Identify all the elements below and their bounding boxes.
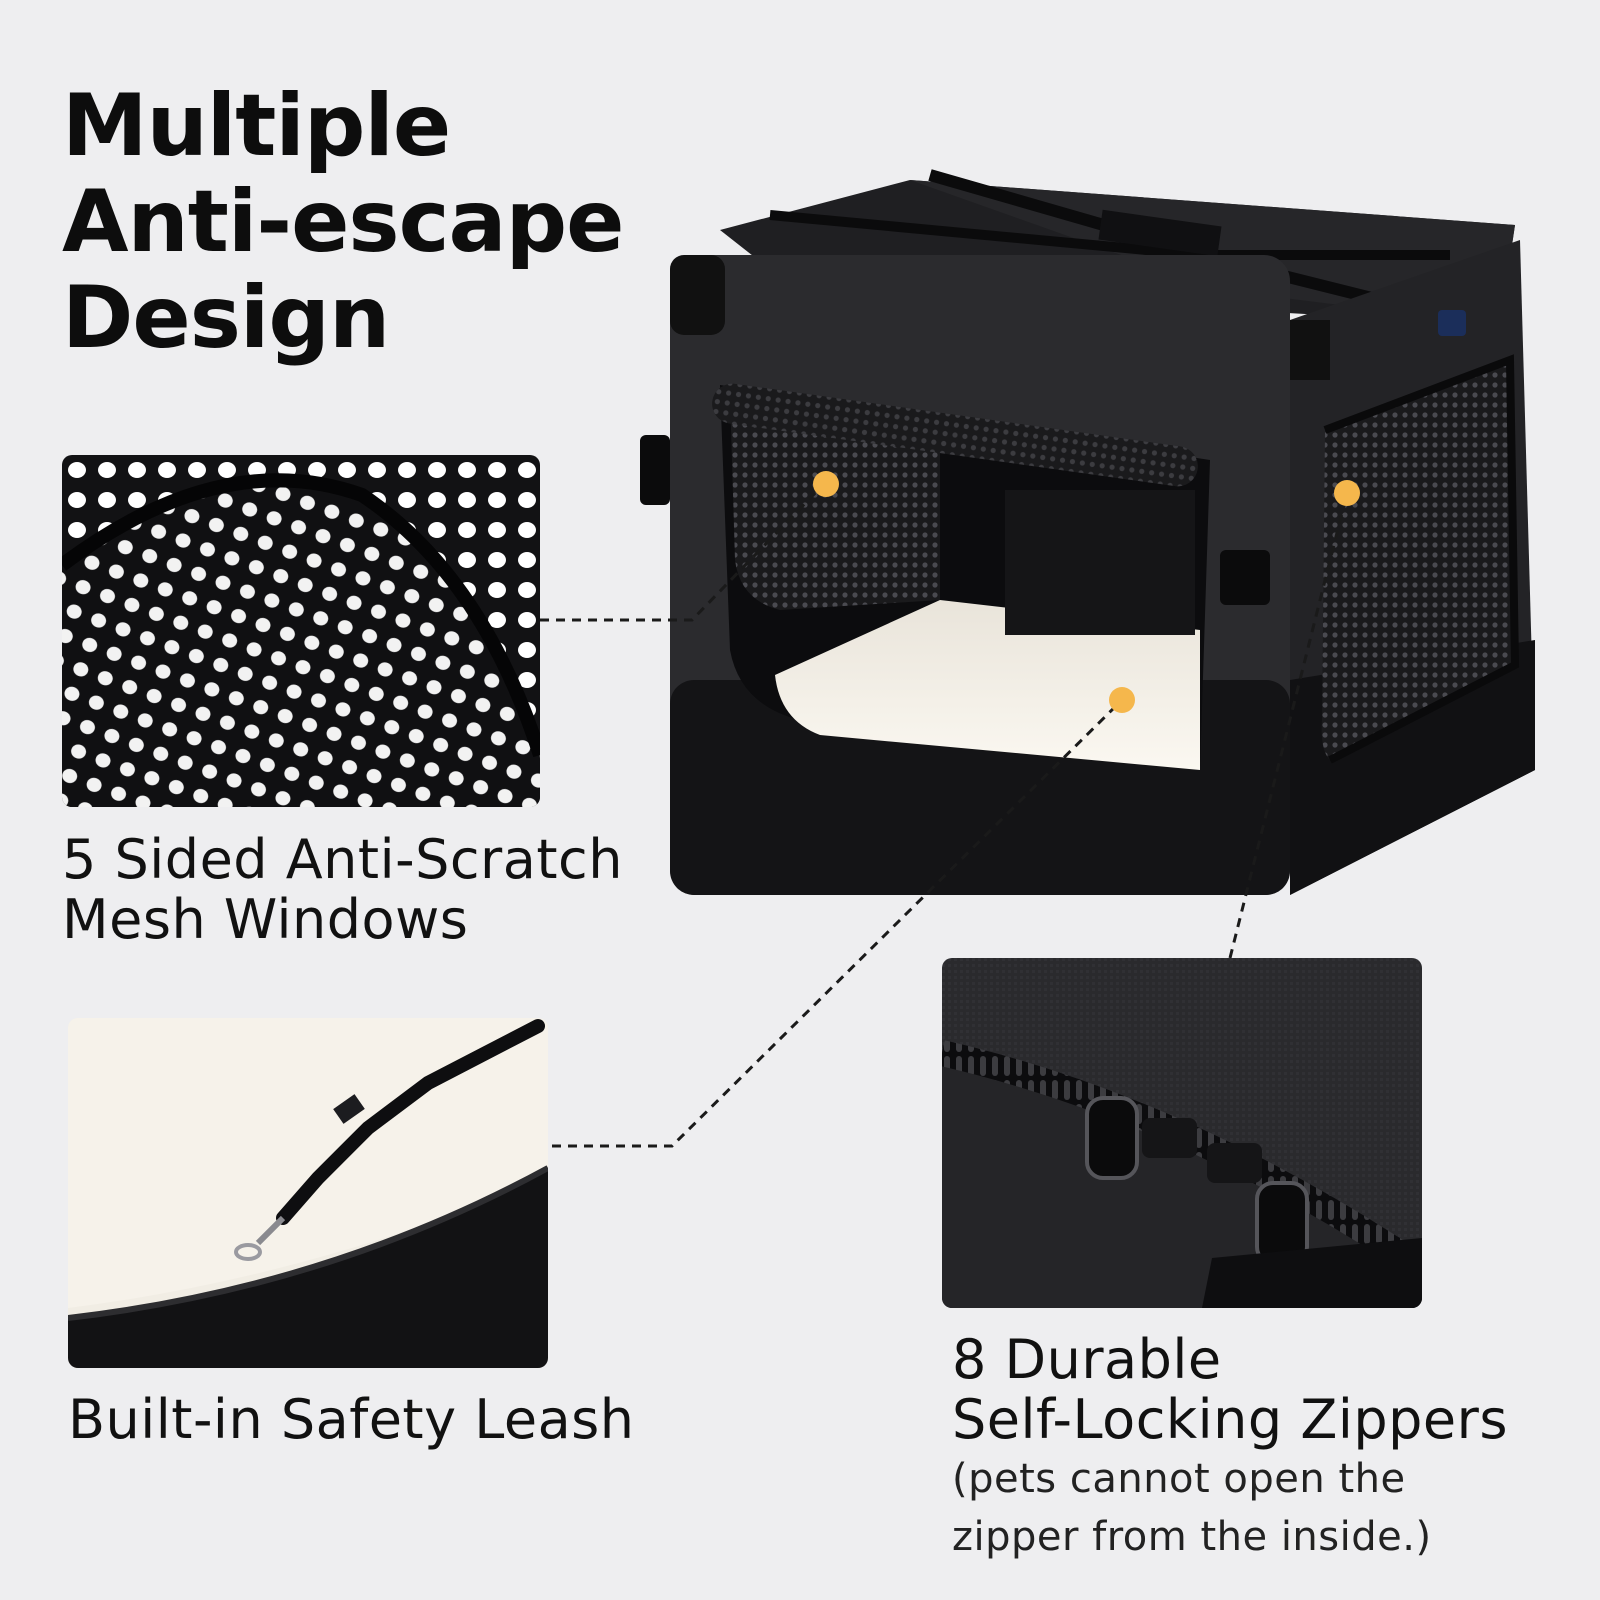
leash-callout-line bbox=[552, 698, 1124, 1148]
zipper-note-line-1: (pets cannot open the bbox=[952, 1456, 1406, 1502]
mesh-hotspot bbox=[813, 471, 839, 497]
safety-leash-image bbox=[68, 1018, 548, 1368]
zipper-hotspot bbox=[1334, 480, 1360, 506]
zipper-closeup-image bbox=[942, 958, 1422, 1308]
mesh-feature-caption: 5 Sided Anti-Scratch Mesh Windows bbox=[62, 830, 682, 950]
headline-line-1: Multiple bbox=[62, 76, 451, 176]
mesh-callout-line bbox=[540, 486, 822, 622]
zipper-note-line-2: zipper from the inside.) bbox=[952, 1514, 1432, 1560]
mesh-caption-line-2: Mesh Windows bbox=[62, 888, 469, 951]
leash-feature-caption: Built-in Safety Leash bbox=[68, 1390, 688, 1450]
zipper-caption-line-2: Self-Locking Zippers bbox=[952, 1388, 1508, 1451]
headline-line-3: Design bbox=[62, 268, 390, 368]
zipper-caption-line-1: 8 Durable bbox=[952, 1328, 1222, 1391]
headline-line-2: Anti-escape bbox=[62, 172, 624, 272]
crate-product-image bbox=[640, 160, 1580, 930]
headline: Multiple Anti-escape Design bbox=[62, 78, 682, 366]
mesh-caption-line-1: 5 Sided Anti-Scratch bbox=[62, 828, 623, 891]
cushion-hotspot bbox=[1109, 687, 1135, 713]
leash-caption-text: Built-in Safety Leash bbox=[68, 1388, 635, 1451]
mesh-closeup-image bbox=[62, 455, 540, 807]
zipper-feature-caption: 8 Durable Self-Locking Zippers (pets can… bbox=[952, 1330, 1552, 1566]
zipper-callout-line bbox=[1228, 492, 1349, 959]
